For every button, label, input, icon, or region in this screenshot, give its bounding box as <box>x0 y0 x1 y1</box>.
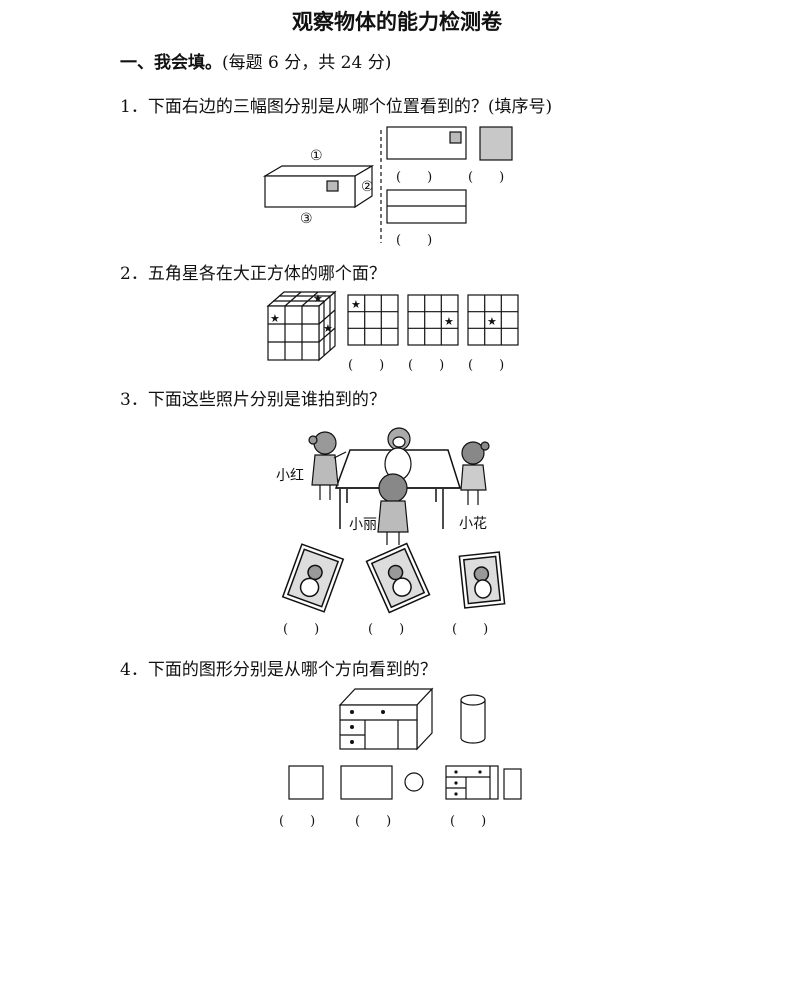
star-icon: ★ <box>444 315 454 328</box>
girl-xiaoli-drawing <box>377 473 409 545</box>
question-2: 2．五角星各在大正方体的哪个面？ <box>120 259 386 284</box>
question-text: 下面右边的三幅图分别是从哪个位置看到的？(填序号) <box>147 97 553 117</box>
question-4: 4．下面的图形分别是从哪个方向看到的？ <box>120 655 437 680</box>
question-number: 1． <box>120 97 148 117</box>
mark-2: ② <box>361 179 374 195</box>
mark-1: ① <box>310 148 323 164</box>
star-icon: ★ <box>487 315 497 328</box>
girl-xiaohua-drawing <box>460 441 490 505</box>
mark-3: ③ <box>300 211 313 227</box>
question-number: 4． <box>120 660 148 680</box>
answer-blank[interactable]: ( ) <box>408 358 445 373</box>
answer-blank[interactable]: ( ) <box>283 622 320 637</box>
q1-views <box>386 126 513 224</box>
face-grid-3 <box>467 294 519 346</box>
view-circle <box>404 772 424 792</box>
question-number: 3． <box>120 390 148 410</box>
answer-blank[interactable]: ( ) <box>468 358 505 373</box>
question-text: 下面的图形分别是从哪个方向看到的？ <box>147 660 437 680</box>
answer-blank[interactable]: ( ) <box>452 622 489 637</box>
desk-drawing <box>338 687 434 751</box>
answer-blank[interactable]: ( ) <box>468 170 505 185</box>
question-number: 2． <box>120 264 148 284</box>
photo-2 <box>365 542 431 614</box>
cylinder-drawing <box>460 694 486 744</box>
star-icon: ★ <box>270 312 280 325</box>
photo-1 <box>281 543 345 613</box>
answer-blank[interactable]: ( ) <box>279 814 316 829</box>
answer-blank[interactable]: ( ) <box>355 814 392 829</box>
star-icon: ★ <box>313 292 323 305</box>
page-title: 观察物体的能力检测卷 <box>292 10 502 34</box>
q4-views <box>288 765 522 800</box>
name-xiaoli: 小丽 <box>349 517 377 533</box>
star-icon: ★ <box>351 298 361 311</box>
answer-blank[interactable]: ( ) <box>450 814 487 829</box>
question-1: 1．下面右边的三幅图分别是从哪个位置看到的？(填序号) <box>120 92 552 117</box>
section-heading: 一、我会填。(每题 6 分，共 24 分) <box>120 48 391 73</box>
photo-frames <box>281 542 506 614</box>
answer-blank[interactable]: ( ) <box>396 233 433 248</box>
desk-knobs <box>350 710 385 744</box>
view-narrow <box>503 768 522 800</box>
view-square <box>288 765 324 800</box>
section-score-note: (每题 6 分，共 24 分) <box>222 53 392 73</box>
answer-blank[interactable]: ( ) <box>368 622 405 637</box>
answer-blank[interactable]: ( ) <box>396 170 433 185</box>
question-text: 下面这些照片分别是谁拍到的？ <box>147 390 386 410</box>
question-text: 五角星各在大正方体的哪个面？ <box>147 264 386 284</box>
face-grids <box>347 294 519 346</box>
photo-3 <box>458 551 506 609</box>
star-icon: ★ <box>323 322 333 335</box>
monkey-drawing <box>384 427 412 481</box>
answer-blank[interactable]: ( ) <box>348 358 385 373</box>
name-xiaohong: 小红 <box>276 468 304 484</box>
question-3: 3．下面这些照片分别是谁拍到的？ <box>120 385 386 410</box>
name-xiaohua: 小花 <box>459 516 487 532</box>
view-rectangle <box>340 765 393 800</box>
section-heading-text: 一、我会填。 <box>120 53 222 73</box>
face-grid-1 <box>347 294 399 346</box>
face-grid-2 <box>407 294 459 346</box>
girl-xiaohong-drawing <box>308 431 347 500</box>
big-cube-drawing <box>266 290 337 362</box>
cuboid-drawing <box>262 164 375 209</box>
view-side <box>479 126 513 161</box>
